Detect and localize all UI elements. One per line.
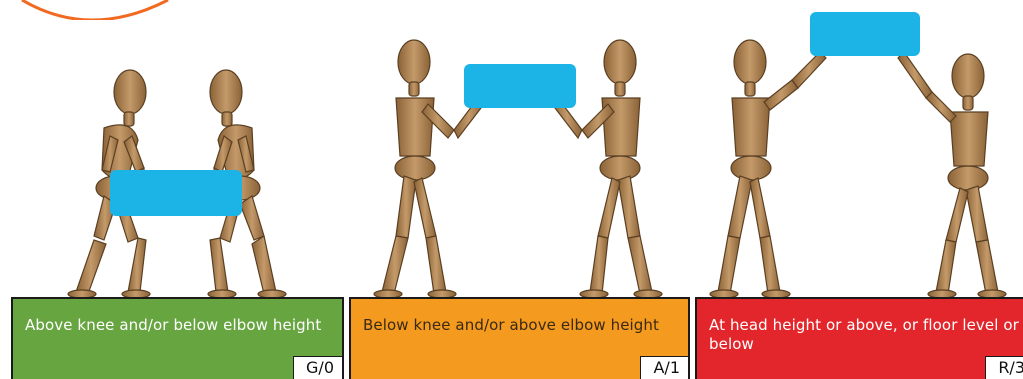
- blue-box-icon: [464, 64, 576, 108]
- risk-panel-amber: Below knee and/or above elbow height A/1: [349, 297, 690, 379]
- scene-overhead-lift: [700, 0, 1023, 300]
- wooden-mannequin-icon: [710, 40, 826, 298]
- risk-caption: At head height or above, or floor level …: [709, 316, 1021, 354]
- risk-code-badge: A/1: [640, 356, 688, 379]
- scene-above-elbow-lift: [350, 0, 690, 300]
- blue-box-icon: [810, 12, 920, 56]
- wooden-mannequin-icon: [898, 52, 1006, 298]
- scene-knee-to-elbow-lift: [20, 0, 340, 300]
- risk-code-badge: R/3: [985, 356, 1023, 379]
- risk-panel-green: Above knee and/or below elbow height G/0: [11, 297, 344, 379]
- risk-panel-red: At head height or above, or floor level …: [695, 297, 1023, 379]
- risk-code-badge: G/0: [293, 356, 342, 379]
- risk-caption: Above knee and/or below elbow height: [25, 316, 330, 335]
- risk-caption: Below knee and/or above elbow height: [363, 316, 676, 335]
- blue-box-icon: [110, 170, 242, 216]
